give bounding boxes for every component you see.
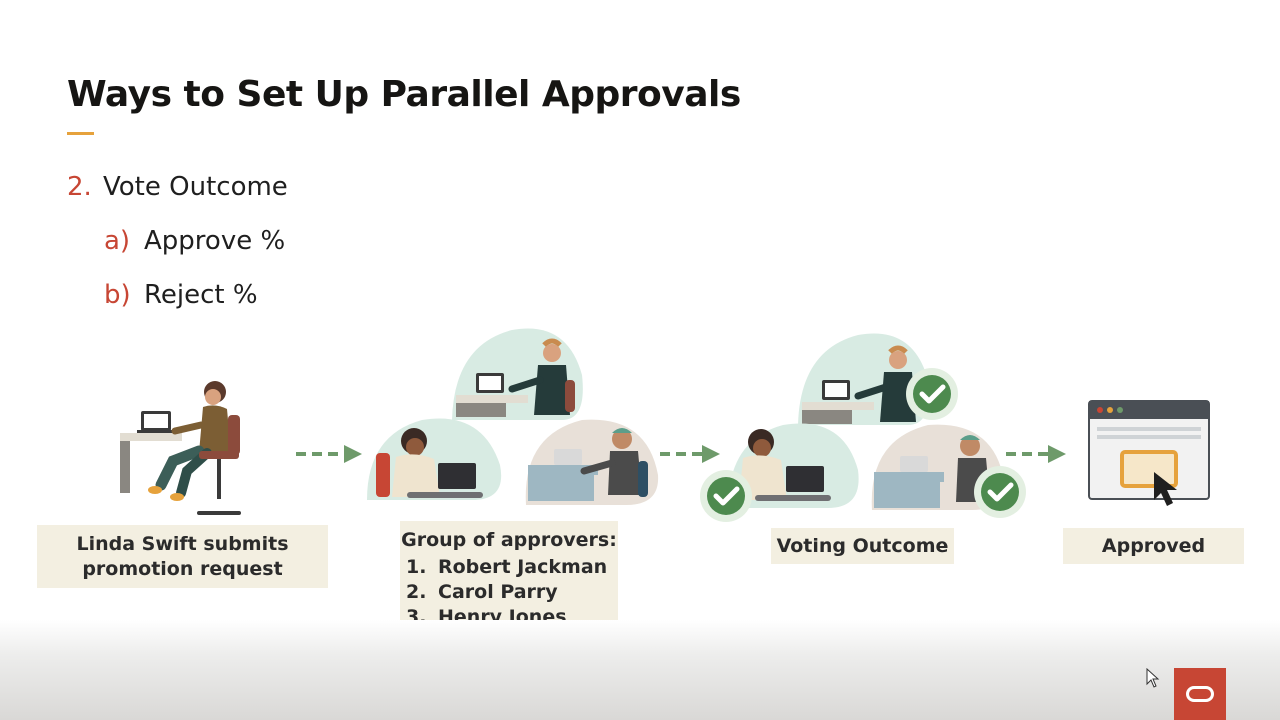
mouse-cursor-icon — [1146, 668, 1160, 688]
approvers-list: 1.Robert Jackman 2.Carol Parry 3.Henry J… — [400, 555, 618, 630]
dashed-arrow-icon — [296, 445, 362, 463]
title-accent-bar — [67, 132, 94, 135]
mouse-pointer-icon — [1154, 472, 1177, 506]
label-line: promotion request — [82, 558, 283, 580]
approvers-group-icon — [367, 328, 659, 505]
approver-name: Carol Parry — [438, 581, 558, 603]
approver-number: 1. — [406, 556, 427, 578]
sublist-marker: a) — [104, 226, 131, 256]
oracle-logo-icon — [1174, 668, 1226, 720]
footer-texture — [0, 620, 1280, 720]
list-item-text: Vote Outcome — [103, 172, 288, 202]
voting-approvers-icon — [700, 333, 1026, 522]
check-badge-icon — [700, 470, 752, 522]
approver-item: 1. Robert Jackman — [400, 555, 618, 580]
label-text: Approved — [1101, 535, 1206, 557]
label-text: Voting Outcome — [776, 535, 949, 557]
approver-number: 2. — [406, 581, 427, 603]
approver-name: Robert Jackman — [438, 556, 608, 578]
person-at-desk-icon — [120, 381, 241, 515]
step-approvers-label: Group of approvers: 1. Robert Jackman 2. C… — [400, 521, 618, 637]
label-line: Linda Swift submits — [76, 533, 289, 555]
sublist-item-reject: b) Reject % — [104, 280, 258, 310]
slide-title: Ways to Set Up Parallel Approvals — [67, 74, 741, 115]
dashed-arrow-icon — [1006, 445, 1066, 463]
oracle-ring-icon — [1186, 686, 1214, 702]
sublist-marker: b) — [104, 280, 131, 310]
browser-window-icon — [1088, 400, 1210, 506]
approvers-heading: Group of approvers: — [401, 529, 617, 551]
check-badge-icon — [974, 466, 1026, 518]
list-item-vote-outcome: 2. Vote Outcome — [67, 172, 288, 202]
sublist-text: Approve % — [144, 226, 286, 256]
approver-item: 2. Carol Parry — [400, 580, 618, 605]
check-badge-icon — [906, 368, 958, 420]
dashed-arrow-icon — [660, 445, 720, 463]
step-approved-label: Approved — [1063, 528, 1244, 564]
sublist-item-approve: a) Approve % — [104, 226, 285, 256]
sublist-text: Reject % — [144, 280, 258, 310]
list-number: 2. — [67, 172, 92, 202]
step-submit-label: Linda Swift submits promotion request — [37, 525, 328, 588]
step-voting-label: Voting Outcome — [771, 528, 954, 564]
